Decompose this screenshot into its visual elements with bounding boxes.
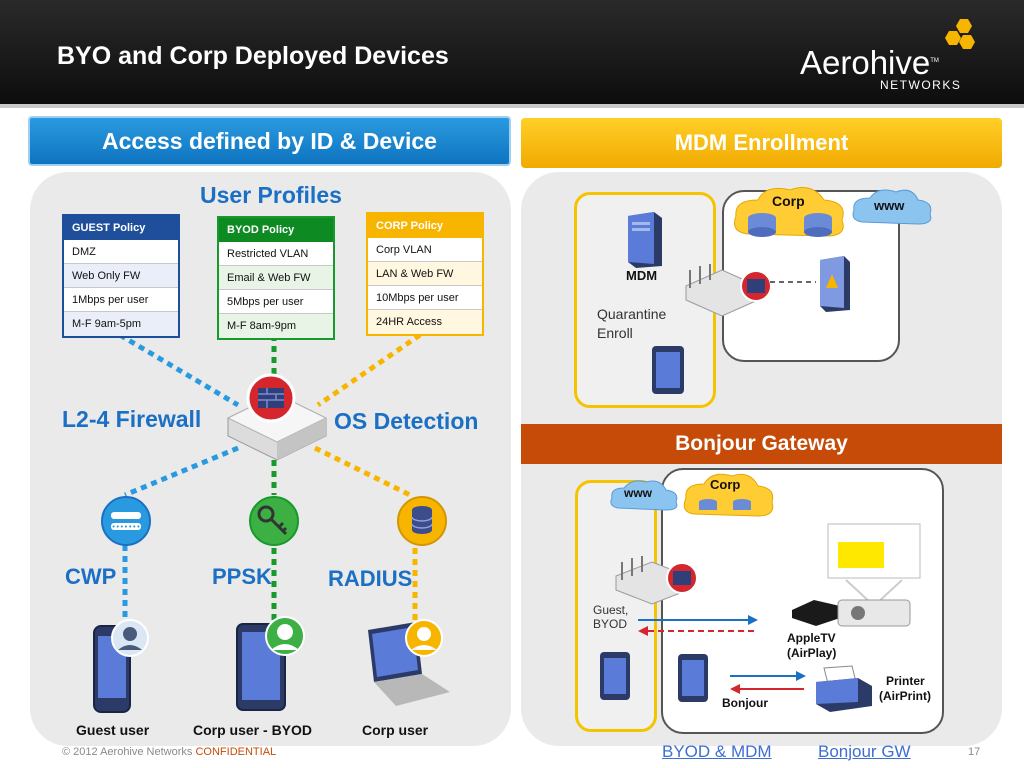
database-icon (397, 496, 447, 546)
policy-row: 1Mbps per user (64, 288, 178, 312)
slide-title: BYO and Corp Deployed Devices (57, 42, 449, 70)
access-banner: Access defined by ID & Device (28, 116, 511, 166)
cwp-label: CWP (65, 564, 117, 589)
brand-trademark: TM (930, 58, 939, 64)
projector-screen-icon (827, 523, 921, 604)
bonjour-gw-link[interactable]: Bonjour GW (818, 742, 911, 761)
policy-row: LAN & Web FW (368, 262, 482, 286)
policy-row: Restricted VLAN (219, 242, 333, 266)
brand-subtitle: NETWORKS (880, 78, 962, 92)
user-profiles-label: User Profiles (200, 182, 342, 208)
guest-label: Guest, (593, 603, 629, 617)
guest-tablet-icon (600, 652, 630, 700)
corp-user-label: Corp user (362, 722, 429, 738)
mdm-server-icon (628, 212, 662, 268)
os-detection-label: OS Detection (334, 408, 479, 434)
corp-tablet-icon (678, 654, 708, 702)
enroll-label: Enroll (597, 325, 633, 341)
mdm-corp-label: Corp (772, 193, 805, 209)
policy-row: DMZ (64, 240, 178, 264)
policy-row: Web Only FW (64, 264, 178, 288)
header-bar (0, 0, 1024, 108)
policy-row: Corp VLAN (368, 238, 482, 262)
radius-label: RADIUS (328, 566, 413, 591)
bonjour-corp-cloud-icon (683, 473, 774, 517)
bonjour-banner: Bonjour Gateway (521, 424, 1002, 464)
byod-policy-table: BYOD Policy Restricted VLAN Email & Web … (217, 216, 335, 340)
byod-mdm-link[interactable]: BYOD & MDM (662, 742, 772, 761)
bonjour-www-cloud-icon (610, 480, 678, 511)
policy-row: 10Mbps per user (368, 286, 482, 310)
access-point-icon (226, 373, 328, 461)
www-cloud-icon (852, 189, 932, 225)
guest-policy-table: GUEST Policy DMZ Web Only FW 1Mbps per u… (62, 214, 180, 338)
mdm-access-point-icon (685, 264, 772, 317)
captive-portal-icon: ••••••• (101, 496, 151, 546)
printer-label: Printer (886, 674, 925, 688)
airplay-arrows (638, 615, 758, 636)
mdm-label: MDM (626, 268, 658, 283)
copyright-text: © 2012 Aerohive Networks (62, 746, 193, 758)
policy-row: M-F 9am-5pm (64, 312, 178, 336)
corp-cloud-icon (734, 187, 844, 237)
policy-row: Email & Web FW (219, 266, 333, 290)
appletv-projector-icon (792, 599, 911, 627)
policy-title: GUEST Policy (64, 216, 178, 240)
copyright-footer: © 2012 Aerohive Networks CONFIDENTIAL (62, 746, 276, 758)
mdm-dashed-link (770, 281, 816, 283)
bonjour-arrows (730, 671, 806, 694)
byod-tablet-icon (236, 616, 305, 711)
hexagon-logo-icon (945, 19, 975, 49)
key-icon (249, 496, 299, 546)
corp-policy-table: CORP Policy Corp VLAN LAN & Web FW 10Mbp… (366, 212, 484, 336)
quarantine-tablet-icon (652, 346, 684, 394)
bonjour-www-label: www (624, 486, 653, 500)
airprint-label: (AirPrint) (879, 689, 931, 703)
bonjour-label: Bonjour (722, 696, 768, 710)
corp-laptop-icon (368, 619, 450, 706)
bonjour-access-point-icon (615, 556, 698, 605)
byod-label: BYOD (593, 617, 628, 631)
bonjour-corp-label: Corp (710, 477, 741, 492)
policy-title: CORP Policy (368, 214, 482, 238)
guest-phone-icon (93, 619, 149, 713)
page-number: 17 (968, 746, 981, 758)
quarantine-label: Quarantine (597, 306, 667, 322)
corp-server-icon (820, 256, 850, 312)
policy-row: 5Mbps per user (219, 290, 333, 314)
brand-logo: AerohiveTM (800, 44, 939, 82)
policy-row: 24HR Access (368, 310, 482, 334)
byod-user-label: Corp user - BYOD (193, 722, 313, 738)
mdm-banner: MDM Enrollment (521, 118, 1002, 168)
header-divider (0, 104, 1024, 108)
appletv-label: AppleTV (787, 631, 836, 645)
brand-name: Aerohive (800, 44, 931, 81)
printer-icon (816, 665, 872, 712)
ppsk-label: PPSK (212, 564, 272, 589)
policy-row: M-F 8am-9pm (219, 314, 333, 338)
airplay-label: (AirPlay) (787, 646, 837, 660)
confidential-text: CONFIDENTIAL (195, 746, 277, 758)
mdm-www-label: www (874, 198, 905, 213)
firewall-label: L2-4 Firewall (62, 406, 202, 432)
guest-user-label: Guest user (76, 722, 150, 738)
svg-text:•••••••: ••••••• (112, 523, 141, 531)
policy-title: BYOD Policy (219, 218, 333, 242)
